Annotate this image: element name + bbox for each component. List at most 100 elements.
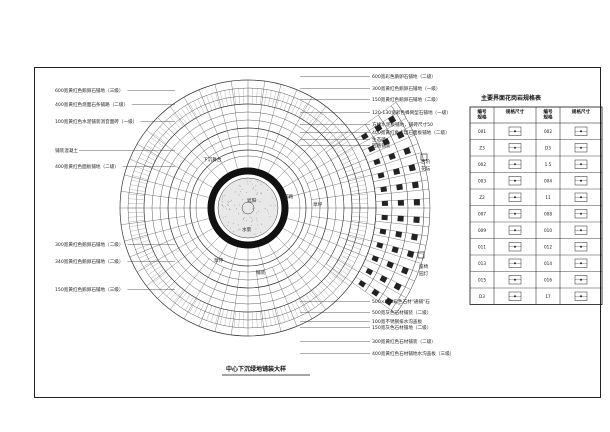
right-callout-text: 300宽黄红色鹅卵石铺地（一级）	[372, 85, 441, 92]
paving-joint	[272, 309, 276, 325]
fan-block	[380, 229, 387, 235]
paving-joint	[189, 103, 197, 117]
fan-block	[388, 153, 396, 160]
right-callout-text: 100宽不锈钢排水沟盖板	[372, 318, 423, 325]
fan-block	[380, 275, 388, 283]
stipple-dot	[246, 220, 247, 221]
table-header: 编号	[543, 108, 553, 115]
fan-radial	[375, 221, 429, 227]
fan-block	[398, 200, 404, 206]
paving-joint	[211, 94, 216, 109]
fan-block	[403, 147, 411, 155]
paving-joint	[306, 108, 315, 121]
spoke-line	[311, 191, 374, 199]
left-callout-text: 150宽黄红色鹅卵石铺地（三级）	[55, 286, 124, 293]
profile-dot	[580, 196, 582, 198]
stipple-dot	[222, 199, 223, 200]
right-callout-text: 120-130宽彩色蜂窝型石铺地（一级）	[372, 109, 451, 116]
label-pavement: 铺装	[256, 269, 266, 276]
paving-joint	[337, 145, 351, 153]
stipple-dot	[255, 190, 256, 191]
paving-joint	[306, 294, 315, 307]
table-header: 规格	[477, 114, 487, 121]
paving-joint	[339, 149, 353, 157]
center-water-label: 水景	[242, 226, 252, 233]
right-callout-text: 500×500彩色石材"通铺"石	[372, 298, 430, 305]
fan-block	[393, 168, 400, 175]
table-cell-code: 016	[544, 277, 552, 282]
table-cell-code: 11	[545, 195, 551, 200]
profile-dot	[514, 196, 516, 198]
paving-joint	[302, 297, 310, 311]
stipple-dot	[250, 181, 251, 182]
stipple-dot	[222, 196, 223, 197]
paving-joint	[344, 248, 359, 254]
fan-block	[414, 199, 420, 205]
profile-dot	[580, 295, 582, 297]
right-callout-text: 园路铺装	[372, 142, 391, 149]
paving-joint	[347, 171, 362, 176]
stipple-dot	[242, 199, 243, 200]
right-callout-text: 150宽灰色石材铺地（二级）	[372, 324, 431, 331]
table-cell-code: 008	[544, 211, 552, 216]
table-cell-code: 012	[544, 244, 552, 249]
paving-joint	[134, 171, 149, 176]
profile-dot	[514, 279, 516, 281]
stipple-dot	[260, 201, 261, 202]
paving-joint	[225, 90, 228, 106]
table-cell-code: 002	[544, 129, 552, 134]
stipple-dot	[267, 210, 268, 211]
profile-dot	[514, 147, 516, 149]
profile-dot	[580, 130, 582, 132]
stipple-dot	[233, 223, 234, 224]
paving-joint	[202, 97, 208, 112]
stipple-dot	[225, 206, 226, 207]
paving-joint	[299, 299, 307, 313]
paving-joint	[137, 162, 152, 168]
paving-joint	[316, 287, 326, 299]
stipple-dot	[253, 187, 254, 188]
fan-block	[392, 246, 399, 253]
stipple-dot	[257, 221, 258, 222]
table-header: 规格尺寸	[572, 108, 591, 115]
profile-dot	[580, 147, 582, 149]
table-cell-code: 011	[478, 244, 486, 249]
stipple-dot	[222, 205, 223, 206]
stipple-dot	[250, 217, 251, 218]
stipple-dot	[231, 200, 232, 201]
stipple-dot	[256, 218, 257, 219]
schedule-grid: 编号规格规格尺寸编号规格规格尺寸001002Z3D30021.5003004Z2…	[470, 107, 602, 305]
fan-block	[380, 186, 387, 192]
right-callouts: 600宽彩色鹅卵石铺地（二级）300宽黄红色鹅卵石铺地（一级）150宽黄红色鹅卵…	[300, 73, 454, 357]
paving-joint	[202, 304, 208, 319]
profile-dot	[580, 229, 582, 231]
spoke-line	[121, 216, 184, 224]
paving-joint	[170, 117, 180, 129]
paving-joint	[344, 162, 359, 168]
paving-joint	[170, 287, 180, 299]
stipple-dot	[229, 209, 230, 210]
paving-joint	[185, 106, 193, 120]
paving-joint	[334, 141, 347, 150]
paving-joint	[174, 114, 184, 127]
paving-joint	[157, 130, 169, 140]
paving-joint	[211, 307, 216, 322]
paving-joint	[280, 94, 285, 109]
paving-joint	[146, 262, 160, 270]
stipple-dot	[239, 205, 240, 206]
profile-dot	[580, 213, 582, 215]
stipple-dot	[239, 229, 240, 230]
stipple-dot	[233, 231, 234, 232]
right-callout-text: 500宽灰色石材铺装（二级）	[372, 309, 431, 316]
table-header: 编号	[477, 108, 487, 115]
left-callout-text: 400宽黄红色面板铺地（二级）	[55, 163, 119, 170]
paving-joint	[346, 166, 361, 172]
profile-dot	[514, 246, 516, 248]
stipple-dot	[252, 184, 253, 185]
fan-block	[386, 261, 394, 268]
paving-joint	[319, 120, 330, 132]
paving-joint	[135, 166, 150, 172]
profile-dot	[580, 262, 582, 264]
